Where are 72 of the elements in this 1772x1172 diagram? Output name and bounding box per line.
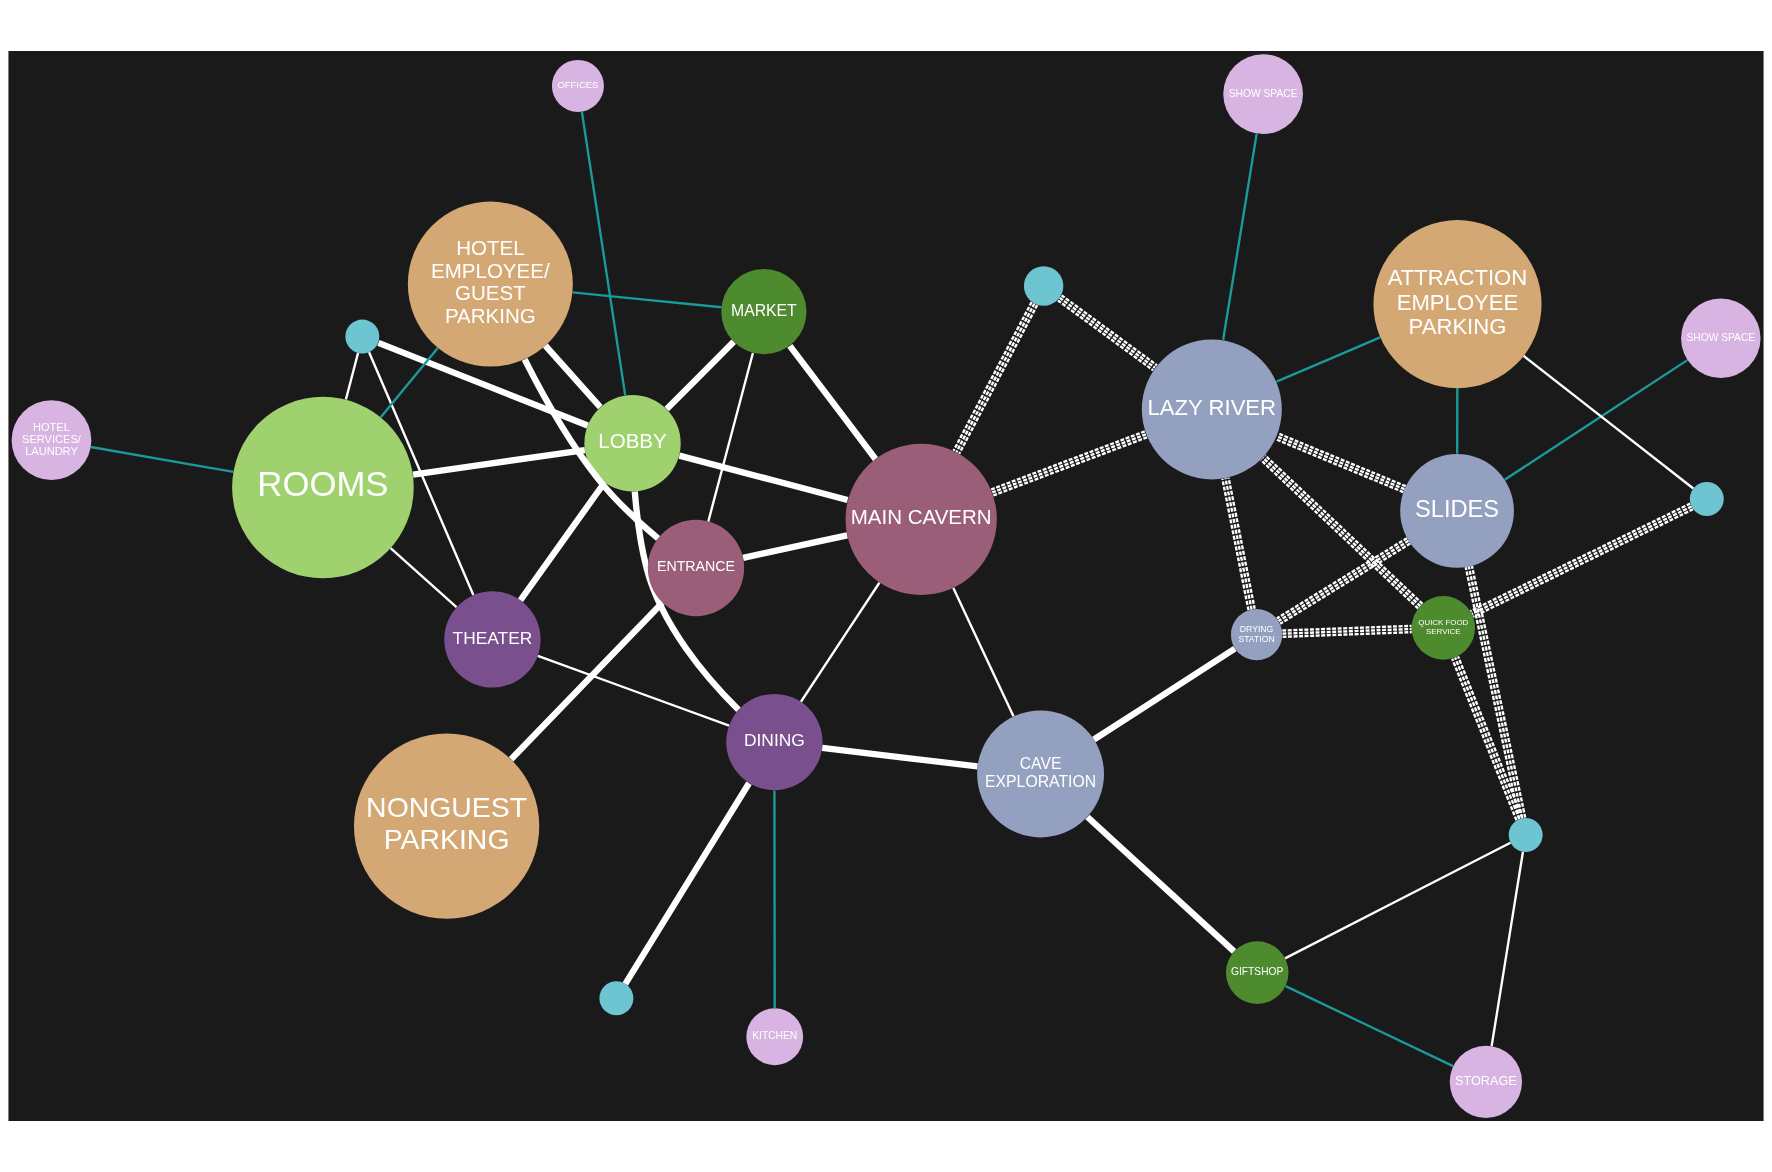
connector xyxy=(412,446,586,478)
connector xyxy=(379,347,439,418)
connector xyxy=(952,587,1015,717)
node-circle: LOBBY xyxy=(584,395,681,492)
connector xyxy=(678,452,849,503)
node-circle: ROOMS xyxy=(232,396,414,579)
connector xyxy=(787,343,878,461)
connector xyxy=(773,790,776,1009)
connector xyxy=(344,352,360,400)
node-circle: LAZY RIVER xyxy=(1141,339,1282,480)
connector xyxy=(1282,624,1412,639)
node-circle: DINING xyxy=(726,693,823,791)
connector xyxy=(377,340,589,429)
connector xyxy=(1490,851,1525,1047)
connector xyxy=(521,357,661,541)
connector xyxy=(1057,294,1158,372)
connector xyxy=(537,654,730,727)
connector xyxy=(990,430,1148,497)
node-circle: THEATER xyxy=(444,591,541,688)
connector xyxy=(580,111,627,396)
node-circle: MARKET xyxy=(721,268,807,355)
node-circle: OFFICES xyxy=(551,59,604,112)
node-circle: NONGUEST PARKING xyxy=(353,733,540,919)
connector xyxy=(1092,645,1237,743)
connector xyxy=(952,301,1039,455)
node-circle: QUICK FOOD SERVICE xyxy=(1411,596,1476,660)
connector xyxy=(1221,477,1256,611)
node-circle xyxy=(1689,482,1724,516)
connector xyxy=(389,547,458,609)
connector xyxy=(799,582,881,703)
connector xyxy=(1285,985,1454,1068)
node-circle: KITCHEN xyxy=(746,1008,804,1066)
connector xyxy=(1522,354,1695,490)
connector xyxy=(1276,537,1411,625)
node-circle: MAIN CAVERN xyxy=(845,443,997,595)
node-circle: SHOW SPACE xyxy=(1223,54,1303,134)
node-circle: STORAGE xyxy=(1449,1045,1523,1118)
connector xyxy=(622,781,752,986)
node-circle: SLIDES xyxy=(1400,454,1514,568)
connector xyxy=(1085,814,1237,954)
connector xyxy=(543,343,603,410)
node-circle xyxy=(1023,266,1064,306)
connector xyxy=(508,600,665,762)
connector xyxy=(572,291,722,309)
connector xyxy=(1222,133,1258,340)
node-circle: GIFTSHOP xyxy=(1225,941,1289,1004)
connector xyxy=(367,351,475,596)
connector xyxy=(821,744,978,770)
connector xyxy=(1464,565,1527,820)
connector xyxy=(90,445,234,474)
connector xyxy=(1275,432,1407,494)
connector xyxy=(1456,388,1459,454)
node-circle xyxy=(1508,818,1543,852)
node-circle: ENTRANCE xyxy=(647,519,745,617)
node-circle: HOTEL SERVICES/ LAUNDRY xyxy=(11,400,92,480)
node-circle: CAVE EXPLORATION xyxy=(977,710,1104,838)
connector xyxy=(1469,502,1694,618)
connector xyxy=(631,491,741,712)
node-circle: HOTEL EMPLOYEE/ GUEST PARKING xyxy=(407,201,573,367)
connector xyxy=(1451,655,1524,821)
node-circle xyxy=(599,981,634,1016)
connector xyxy=(707,352,755,522)
connector xyxy=(664,339,736,412)
node-circle: ATTRACTION EMPLOYEE PARKING xyxy=(1373,220,1542,389)
node-circle xyxy=(345,319,380,354)
node-circle: SHOW SPACE xyxy=(1681,298,1761,378)
connector xyxy=(1260,454,1424,610)
connector xyxy=(742,532,848,561)
connector xyxy=(1276,336,1381,383)
connector xyxy=(1284,841,1511,960)
connector xyxy=(1504,359,1689,481)
node-circle: DRYING STATION xyxy=(1230,608,1283,661)
